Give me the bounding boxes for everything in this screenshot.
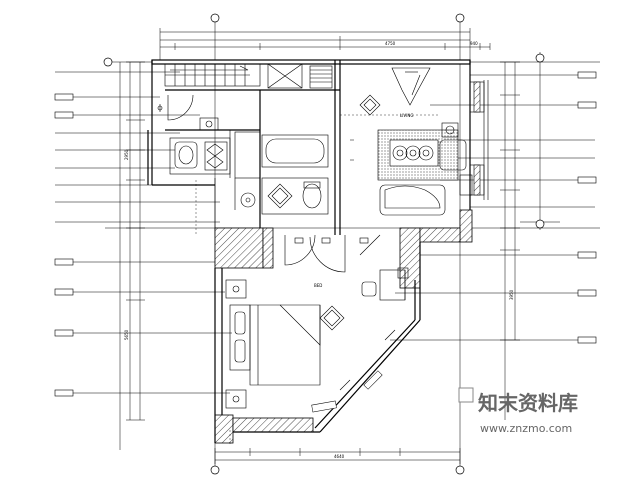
dim-left-2: 5650: [124, 329, 129, 340]
left-dimensions: [119, 61, 145, 450]
hatched-walls: [214, 209, 473, 444]
stair: [164, 63, 261, 87]
dim-top-2: 940: [470, 41, 478, 46]
dim-bottom-1: 4640: [334, 454, 345, 459]
dim-right-1: 3950: [509, 289, 514, 300]
axis-bubbles: [103, 13, 545, 475]
stair-2: [309, 65, 333, 89]
bedroom-doors: [284, 234, 381, 273]
living-room-tag: LIVING: [400, 113, 413, 118]
bedroom-furniture: [225, 267, 409, 409]
right-tag-boxes: [577, 71, 597, 344]
entry-door: [157, 94, 194, 121]
shaft: [267, 63, 303, 89]
bay-window-labels: [311, 370, 383, 413]
living-room: [350, 67, 489, 216]
guide-lines: [195, 114, 440, 445]
right-leaders: [390, 74, 595, 341]
top-dimensions: [159, 28, 491, 60]
left-leaders: [55, 71, 232, 394]
right-dimensions: [500, 61, 520, 420]
left-tag-boxes: [54, 93, 74, 397]
dim-top-1: 4750: [385, 41, 396, 46]
bottom-dimensions: [214, 448, 461, 464]
bedroom-tag: BED: [314, 283, 322, 288]
dim-left-1: 2950: [124, 149, 129, 160]
bathroom-fixtures: [169, 117, 329, 235]
bedroom-walls: [214, 242, 421, 443]
